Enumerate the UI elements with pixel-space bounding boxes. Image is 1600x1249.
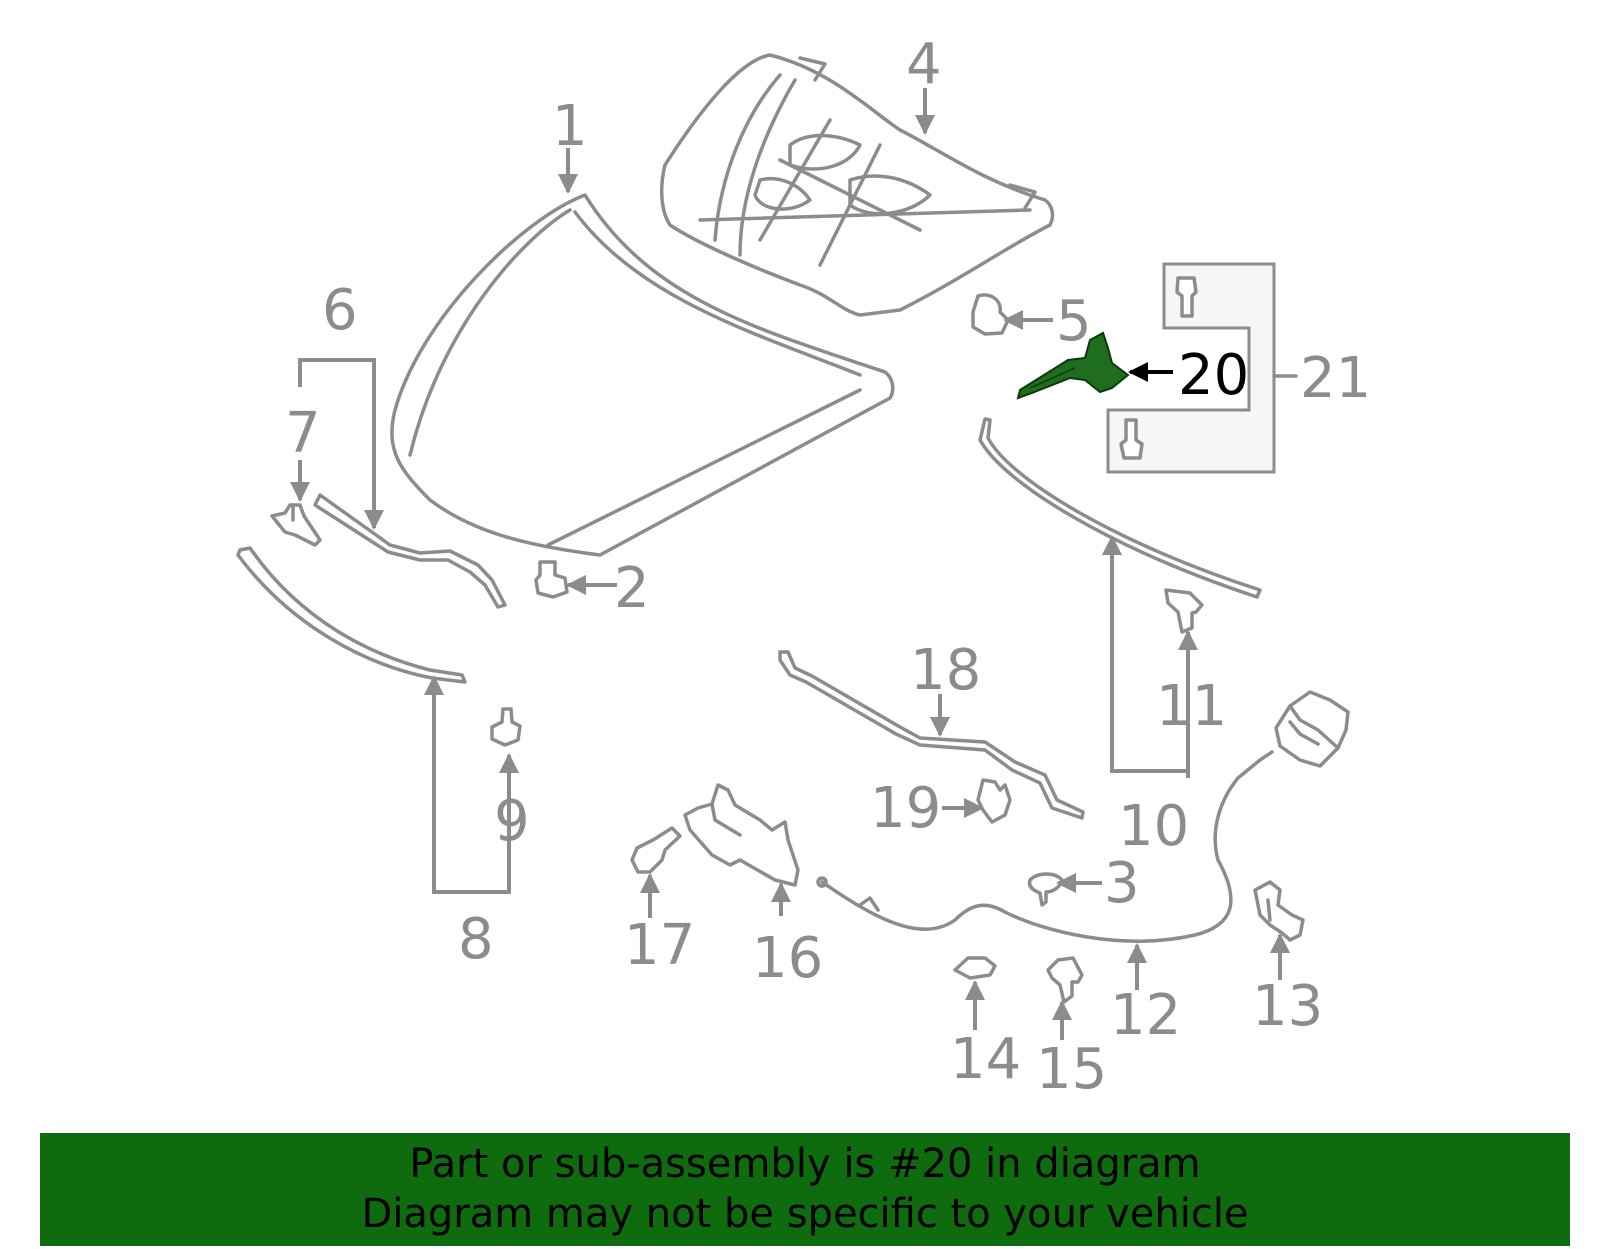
- callout-3: 3: [1104, 851, 1140, 916]
- callout-9: 9: [494, 789, 530, 854]
- bolt-17: [630, 826, 682, 874]
- hood-panel: [390, 193, 895, 557]
- callout-20: 20: [1178, 343, 1249, 408]
- hood-seal-front: [313, 493, 507, 609]
- bumper-stop-2: [534, 560, 569, 599]
- release-handle-16: [683, 783, 800, 887]
- banner-line-1: Part or sub-assembly is #20 in diagram: [409, 1141, 1201, 1187]
- leader-lines: [290, 88, 1290, 1040]
- clip-9: [490, 707, 522, 747]
- weatherstrip-10: [978, 417, 1262, 599]
- release-cable-12: [816, 750, 1274, 943]
- clip-14: [953, 956, 997, 980]
- callout-18: 18: [910, 638, 981, 703]
- clip-11: [1164, 588, 1204, 634]
- callout-13: 13: [1252, 974, 1323, 1039]
- callout-17: 17: [624, 913, 695, 978]
- callout-10: 10: [1118, 794, 1189, 859]
- info-banner: Part or sub-assembly is #20 in diagram D…: [40, 1133, 1570, 1246]
- callout-1: 1: [552, 94, 588, 159]
- release-cable-18: [778, 650, 1085, 820]
- callout-5: 5: [1056, 289, 1092, 354]
- plug-5: [971, 293, 1010, 336]
- bolt-lower: [1119, 418, 1144, 460]
- callout-14: 14: [950, 1027, 1021, 1092]
- clip-15: [1046, 956, 1084, 1004]
- callout-11: 11: [1156, 674, 1227, 739]
- retainer-clip-7: [270, 503, 322, 547]
- hood-insulator: [659, 53, 1055, 317]
- callout-8: 8: [458, 907, 494, 972]
- callout-4: 4: [906, 32, 942, 97]
- callout-12: 12: [1110, 983, 1181, 1048]
- callout-15: 15: [1036, 1037, 1107, 1102]
- hood-latch: [1274, 690, 1350, 768]
- callout-21: 21: [1300, 346, 1371, 411]
- callout-labels: 1 2 3 4 5 6 7 8 9 10 11 12 13 14 15 16 1…: [285, 32, 1371, 1102]
- bolt-upper: [1175, 276, 1198, 318]
- callout-16: 16: [752, 926, 823, 991]
- clip-19: [976, 778, 1012, 824]
- callout-19: 19: [870, 776, 941, 841]
- callout-7: 7: [285, 401, 321, 466]
- latch-13: [1253, 880, 1305, 942]
- callout-6: 6: [322, 278, 358, 343]
- kit-box-21: [1106, 262, 1298, 474]
- banner-line-2: Diagram may not be specific to your vehi…: [361, 1191, 1249, 1237]
- hood-seal-side: [236, 546, 467, 684]
- callout-2: 2: [614, 556, 650, 621]
- grommet-3: [1027, 872, 1064, 907]
